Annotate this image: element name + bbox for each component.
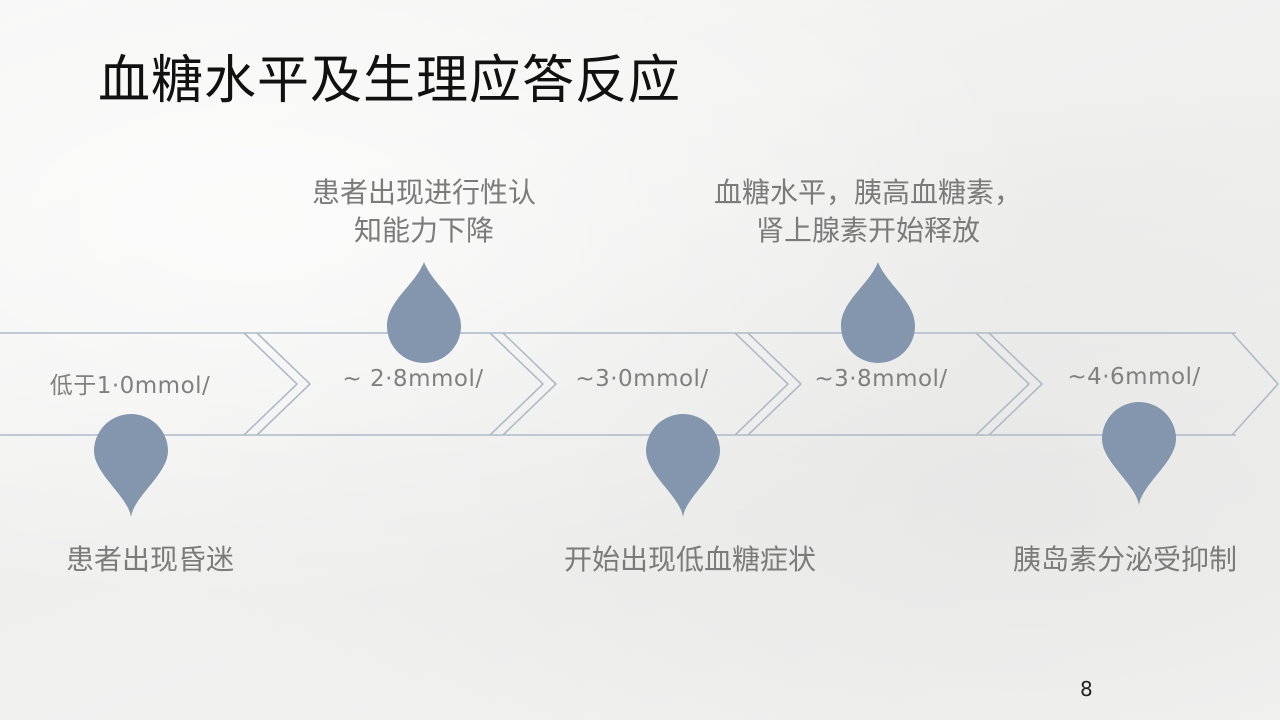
chevron-arrow [988, 332, 1044, 436]
response-below-label: 胰岛素分泌受抑制 [1012, 543, 1237, 576]
glucose-level-label: ~3·8mmol/ [814, 366, 948, 392]
chevron-arrow [489, 332, 545, 436]
response-below-label: 患者出现昏迷 [65, 543, 234, 576]
response-line: 肾上腺素开始释放 [755, 214, 980, 247]
response-line: 知能力下降 [353, 214, 494, 247]
response-line: 患者出现进行性认 [311, 176, 536, 209]
glucose-level-label: ~4·6mmol/ [1067, 364, 1201, 390]
response-line: 血糖水平，胰高血糖素， [713, 176, 1022, 209]
response-above-label: 血糖水平，胰高血糖素， 肾上腺素开始释放 [668, 174, 1068, 250]
slide-title: 血糖水平及生理应答反应 [98, 51, 682, 111]
pin-marker-down [1102, 402, 1176, 505]
glucose-level-label: ~ 2·8mmol/ [342, 366, 484, 392]
page-number: 8 [1080, 677, 1093, 701]
chevron-arrow [747, 332, 803, 436]
glucose-level-label: 低于1·0mmol/ [49, 373, 211, 399]
drop-marker-up [841, 262, 915, 363]
pin-marker-down [94, 414, 168, 517]
chevron-arrow [243, 332, 299, 436]
response-below-label: 开始出现低血糖症状 [563, 543, 816, 576]
chevron-arrow [975, 332, 1031, 436]
chevron-arrow [256, 332, 312, 436]
pin-marker-down [646, 414, 720, 517]
glucose-level-label: ~3·0mmol/ [575, 366, 709, 392]
response-above-label: 患者出现进行性认 知能力下降 [244, 174, 604, 250]
chevron-arrow [502, 332, 558, 436]
drop-marker-up [387, 262, 461, 363]
chevron-arrow-end [1231, 332, 1280, 436]
chevron-arrow [734, 332, 790, 436]
